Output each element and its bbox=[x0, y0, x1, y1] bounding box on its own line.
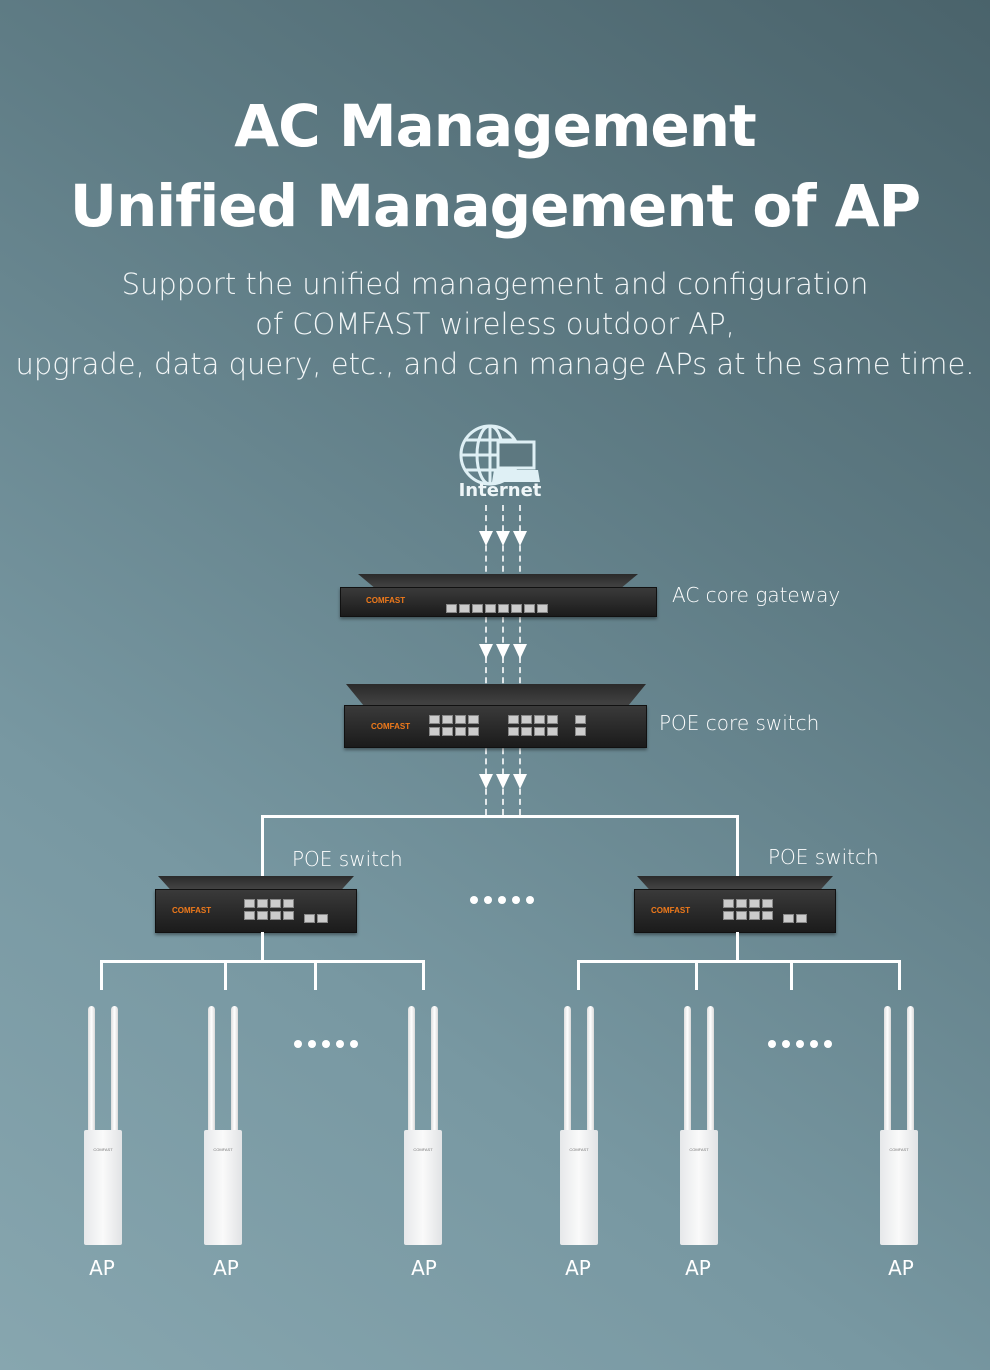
title-line-2: Unified Management of AP bbox=[69, 172, 921, 240]
link-line bbox=[422, 960, 425, 990]
brand-logo: COMFAST bbox=[371, 722, 411, 731]
access-point: COMFAST bbox=[560, 1006, 598, 1246]
access-point: COMFAST bbox=[880, 1006, 918, 1246]
link-line bbox=[224, 960, 227, 990]
core-switch-top bbox=[346, 684, 646, 706]
more-dots bbox=[294, 1040, 358, 1048]
ac-gateway-device: COMFAST bbox=[340, 587, 657, 617]
brand-logo: COMFAST bbox=[366, 596, 406, 605]
access-point: COMFAST bbox=[404, 1006, 442, 1246]
link-line bbox=[100, 960, 425, 963]
link-line bbox=[314, 960, 317, 990]
ports bbox=[304, 910, 330, 928]
link-line bbox=[261, 815, 739, 818]
arrow-down-icon bbox=[513, 531, 527, 546]
ports bbox=[508, 714, 568, 738]
ap-label: AP bbox=[89, 1256, 115, 1280]
internet-label: Internet bbox=[458, 480, 542, 501]
ports bbox=[783, 910, 809, 928]
more-dots bbox=[470, 896, 534, 904]
more-dots bbox=[768, 1040, 832, 1048]
brand-logo: COMFAST bbox=[172, 906, 212, 915]
ap-label: AP bbox=[213, 1256, 239, 1280]
link-line bbox=[898, 960, 901, 990]
internet-icon: Internet bbox=[458, 422, 542, 502]
ports bbox=[244, 898, 304, 922]
link-line bbox=[736, 815, 739, 877]
poe-switch-label: POE switch bbox=[292, 847, 403, 871]
subtitle-line-3: upgrade, data query, etc., and can manag… bbox=[15, 347, 975, 381]
arrow-down-icon bbox=[513, 644, 527, 659]
ap-label: AP bbox=[565, 1256, 591, 1280]
ports bbox=[429, 714, 489, 738]
link-line bbox=[695, 960, 698, 990]
poe-switch-device-left: COMFAST bbox=[155, 889, 357, 933]
switch-top bbox=[637, 876, 833, 889]
link-line bbox=[261, 815, 264, 877]
link-line bbox=[577, 960, 901, 963]
ports bbox=[723, 898, 783, 922]
arrow-down-icon bbox=[479, 644, 493, 659]
access-point: COMFAST bbox=[204, 1006, 242, 1246]
access-point: COMFAST bbox=[84, 1006, 122, 1246]
ap-label: AP bbox=[685, 1256, 711, 1280]
arrow-down-icon bbox=[513, 774, 527, 789]
gateway-label: AC core gateway bbox=[672, 583, 841, 607]
link-line bbox=[790, 960, 793, 990]
dashed-link bbox=[485, 505, 487, 815]
link-line bbox=[736, 932, 739, 962]
ap-label: AP bbox=[888, 1256, 914, 1280]
arrow-down-icon bbox=[479, 531, 493, 546]
access-point: COMFAST bbox=[680, 1006, 718, 1246]
poe-switch-label: POE switch bbox=[768, 845, 879, 869]
poe-switch-device-right: COMFAST bbox=[634, 889, 836, 933]
arrow-down-icon bbox=[479, 774, 493, 789]
brand-logo: COMFAST bbox=[651, 906, 691, 915]
subtitle-line-1: Support the unified management and confi… bbox=[121, 267, 869, 301]
ports bbox=[575, 714, 590, 738]
dashed-link bbox=[519, 505, 521, 815]
link-line bbox=[261, 932, 264, 962]
switch-top bbox=[158, 876, 354, 889]
subtitle-line-2: of COMFAST wireless outdoor AP, bbox=[255, 307, 735, 341]
dashed-link bbox=[502, 505, 504, 815]
arrow-down-icon bbox=[496, 531, 510, 546]
ap-label: AP bbox=[411, 1256, 437, 1280]
ports bbox=[446, 600, 550, 618]
arrow-down-icon bbox=[496, 644, 510, 659]
link-line bbox=[577, 960, 580, 990]
gateway-top bbox=[358, 574, 638, 588]
poe-core-switch-device: COMFAST bbox=[344, 705, 647, 748]
core-switch-label: POE core switch bbox=[659, 711, 820, 735]
link-line bbox=[100, 960, 103, 990]
arrow-down-icon bbox=[496, 774, 510, 789]
title-line-1: AC Management bbox=[234, 92, 757, 160]
